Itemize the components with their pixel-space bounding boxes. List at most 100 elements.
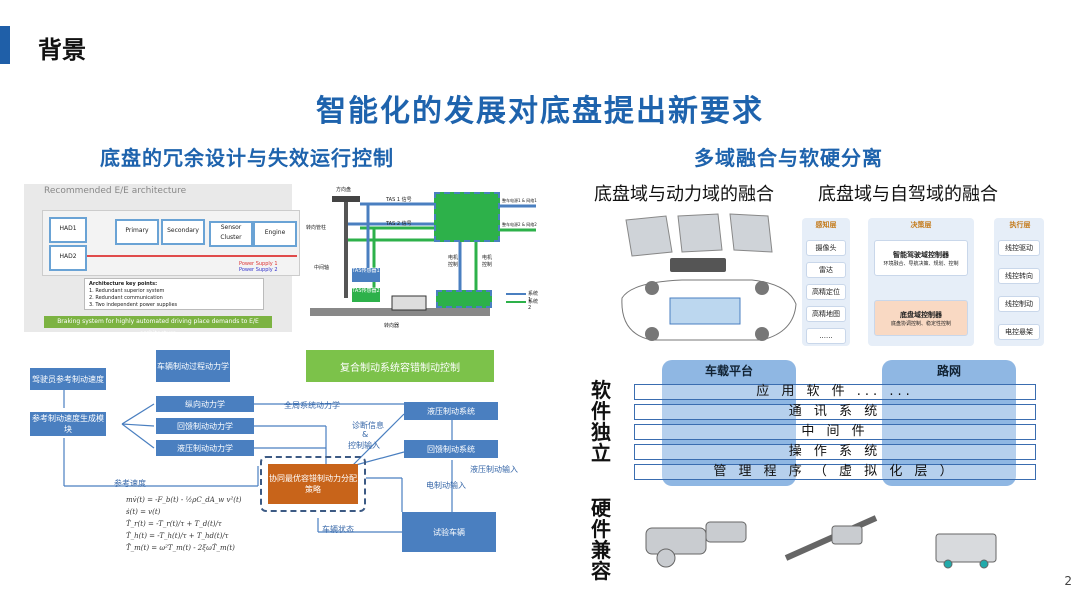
key-point: 1. Redundant superior system [89,288,165,294]
hydraulic-dyn-box: 液压制动动力学 [156,440,254,456]
braking-arrows [63,388,453,533]
bus-line [87,255,297,257]
equation: ṡ(t) = v(t) [126,508,161,516]
regen-system-box: 回馈制动系统 [404,440,498,458]
power-domain-illustration [612,208,802,358]
network-label: 路网 [936,364,961,378]
full-system-label: 全局系统动力学 [284,401,340,410]
chassis-controller-label: 底盘域控制器 [900,310,942,319]
vehicle-state-label: 车辆状态 [322,525,354,534]
steering-lines [310,196,536,316]
diagnosis-label: 诊断信息 [352,421,384,430]
electric-input-label: 电制动输入 [426,481,466,490]
fusion-adas-title: 底盘域与自驾域的融合 [818,184,998,205]
secondary-box: Secondary [161,219,205,245]
layer-communication: 通 讯 系 统 [634,404,1036,420]
onboard-platform-label: 车载平台 [704,364,753,378]
amp-label: & [362,430,369,439]
equation: Ṫ_h(t) = -T_h(t)/τ + T_hd(t)/τ [126,532,229,540]
exec-item: 电控悬架 [998,324,1040,340]
software-independent-label: 软件独立 [591,378,611,465]
car-illustration [621,213,797,341]
primary-box: Primary [115,219,159,245]
engine-box: Engine [253,221,297,247]
longitudinal-box: 纵向动力学 [156,396,254,412]
ref-speed-gen-box: 参考制动速度生成模块 [30,412,106,436]
ee-architecture-figure: Recommended E/E architecture HAD1 HAD2 P… [24,184,300,337]
page-title: 智能化的发展对底盘提出新要求 [316,94,764,129]
coordinator-frame [260,456,366,512]
adas-controller-label: 智能驾驶域控制器 [893,250,949,259]
ee-title: Recommended E/E architecture [44,186,187,196]
sense-item: 高精定位 [806,284,846,300]
equation: mv̇(t) = -F_b(t) - ½ρC_dA_w v²(t) [126,496,242,504]
fusion-power-title: 底盘域与动力域的融合 [594,184,774,205]
steering-wheel-label: 方向盘 [336,187,352,193]
vehicle-dynamics-box: 车辆制动过程动力学 [156,350,230,382]
sense-item: ...... [806,328,846,344]
layer-hypervisor: 管 理 程 序 （ 虚 拟 化 层 ） [634,464,1036,480]
tas-sensor-1: TAS传感器1 [352,268,380,282]
ee-caption: Braking system for highly automated driv… [44,316,272,337]
test-vehicle-box: 试验车辆 [402,512,496,552]
sense-head: 感知层 [815,221,837,229]
left-subtitle: 底盘的冗余设计与失效运行控制 [100,146,394,170]
layer-os: 操 作 系 统 [634,444,1036,460]
key-points-box: Architecture key points: 1. Redundant su… [84,278,264,310]
hydraulic-system-box: 液压制动系统 [404,402,498,420]
tas-signal-2: TAS 2 信号 [386,221,412,227]
ee-diagram: HAD1 HAD2 Primary Secondary Sensor Clust… [42,210,300,276]
system-1-label: 系统1 [528,291,539,303]
power-supply-2: Power Supply 2 [239,267,278,273]
driver-model-box: 驾驶员参考制动速度 [30,368,106,390]
had1-box: HAD1 [49,217,87,243]
decide-head: 决策层 [910,221,932,229]
key-point: 3. Two independent power supplies [89,302,178,308]
hardware-images [636,498,1016,578]
gearbox-label: 转向器 [384,323,400,329]
onboard-platform-panel [662,360,796,486]
sensor-cluster-box: Sensor Cluster [209,221,253,247]
adas-controller-sub: 环境融合、导航决策、规划、控制 [883,260,959,267]
tas-sensor-2: TAS传感器2 [352,288,380,302]
chassis-controller: 底盘域控制器 底盘协调控制、稳定性控制 [874,300,968,336]
exec-item: 线控驱动 [998,240,1040,256]
control-input-label: 控制输入 [348,441,380,450]
equation: T̈_m(t) = ω²T_m(t) - 2ξωṪ_m(t) [126,544,235,552]
layer-application: 应 用 软 件 ... ... [634,384,1036,400]
regen-dyn-box: 回馈制动动力学 [156,418,254,434]
ref-speed-label: 参考速度 [114,479,146,488]
power-2: 整车电源2 & 网络2 [502,222,537,227]
coordinator-box: 协同最优容错制动力分配策略 [268,464,358,504]
sense-item: 摄像头 [806,240,846,256]
layer-middleware: 中 间 件 [634,424,1036,440]
chassis-controller-sub: 底盘协调控制、稳定性控制 [890,320,951,327]
braking-control-diagram: 驾驶员参考制动速度 参考制动速度生成模块 车辆制动过程动力学 纵向动力学 回馈制… [22,346,532,558]
adas-controller: 智能驾驶域控制器 环境融合、导航决策、规划、控制 [874,240,968,276]
steering-redundancy-diagram: TAS传感器1 TAS传感器2 方向盘 转向管柱 中间轴 转向器 TAS 1 信… [300,184,540,332]
hydraulic-input-label: 液压制动输入 [470,465,518,474]
exec-item: 线控制动 [998,296,1040,312]
sense-item: 高精地图 [806,306,846,322]
hardware-illustrations [645,515,997,569]
system-2-label: 系统2 [528,299,539,311]
page-number: 2 [1064,574,1072,588]
sense-column [802,218,850,346]
exec-head: 执行层 [1009,221,1031,229]
section-accent-bar [0,26,10,64]
adas-architecture: 感知层 决策层 执行层 摄像头 雷达 高精定位 高精地图 ...... 智能驾驶… [798,214,1048,350]
section-title: 背景 [38,36,86,64]
motor-control-1: 电机控制 [448,255,459,268]
network-panel [882,360,1016,486]
intermediate-shaft-label: 中间轴 [314,265,330,271]
exec-item: 线控转向 [998,268,1040,284]
power-1: 整车电源1 & 网络1 [502,198,537,203]
hardware-compatible-label: 硬件兼容 [591,496,611,583]
key-points-title: Architecture key points: [89,281,158,287]
had2-box: HAD2 [49,245,87,271]
motor-control-2: 电机控制 [482,255,493,268]
sense-item: 雷达 [806,262,846,278]
ecu-block [434,192,500,242]
key-point: 2. Redundant communication [89,295,163,301]
tas-signal-1: TAS 1 信号 [386,197,412,203]
